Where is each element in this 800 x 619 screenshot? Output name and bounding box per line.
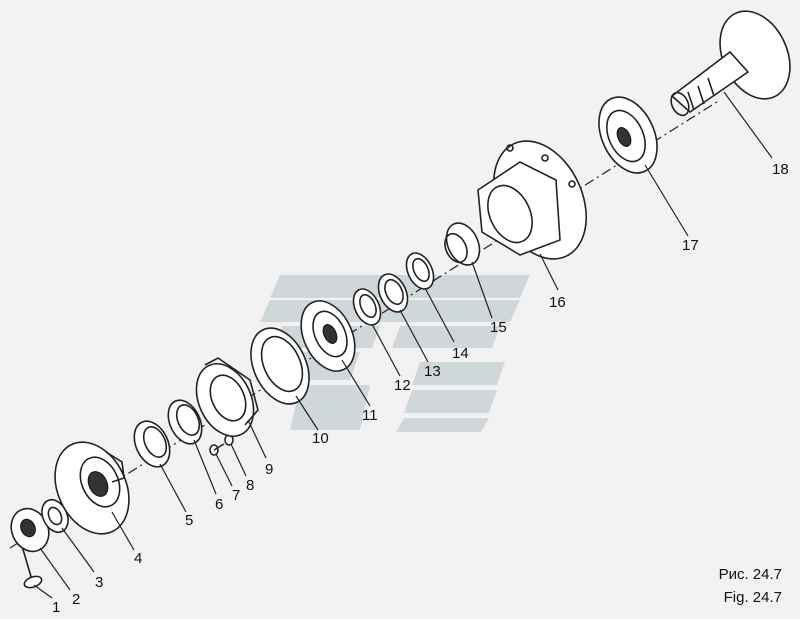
callout-5: 5 xyxy=(185,512,193,529)
callout-14: 14 xyxy=(452,345,469,362)
part-13-ring xyxy=(377,273,409,313)
part-5-seal xyxy=(133,420,171,468)
part-18-shaft xyxy=(670,10,791,117)
callout-16: 16 xyxy=(549,294,566,311)
part-7-screw xyxy=(209,443,225,456)
part-12-ring xyxy=(352,288,382,326)
part-10-gasket xyxy=(250,327,310,405)
callout-17: 17 xyxy=(682,237,699,254)
part-14-ring xyxy=(405,252,435,290)
part-11-bearing xyxy=(300,300,356,372)
callout-15: 15 xyxy=(490,319,507,336)
callout-10: 10 xyxy=(312,430,329,447)
callout-13: 13 xyxy=(424,363,441,380)
part-6-ring xyxy=(167,399,203,445)
part-1-bolt xyxy=(21,545,43,589)
callout-12: 12 xyxy=(394,377,411,394)
figure-caption-english: Fig. 24.7 xyxy=(723,589,782,606)
callout-1: 1 xyxy=(52,599,60,616)
callout-3: 3 xyxy=(95,574,103,591)
callout-6: 6 xyxy=(215,496,223,513)
callout-11: 11 xyxy=(362,407,378,424)
callout-7: 7 xyxy=(232,487,240,504)
callout-9: 9 xyxy=(265,461,273,478)
figure-caption-russian: Рис. 24.7 xyxy=(718,566,782,583)
callout-8: 8 xyxy=(246,477,254,494)
leader-lines xyxy=(33,91,773,599)
part-16-housing xyxy=(477,140,588,260)
callout-4: 4 xyxy=(134,550,142,567)
part-17-bearing xyxy=(598,96,658,174)
callout-18: 18 xyxy=(772,161,789,178)
part-9-cover xyxy=(195,357,259,437)
part-15-bushing xyxy=(444,222,481,266)
part-4-flange xyxy=(54,441,130,535)
callout-labels: 1 2 3 4 5 6 7 8 9 10 11 12 13 14 15 16 1… xyxy=(52,161,789,616)
callout-2: 2 xyxy=(72,591,80,608)
